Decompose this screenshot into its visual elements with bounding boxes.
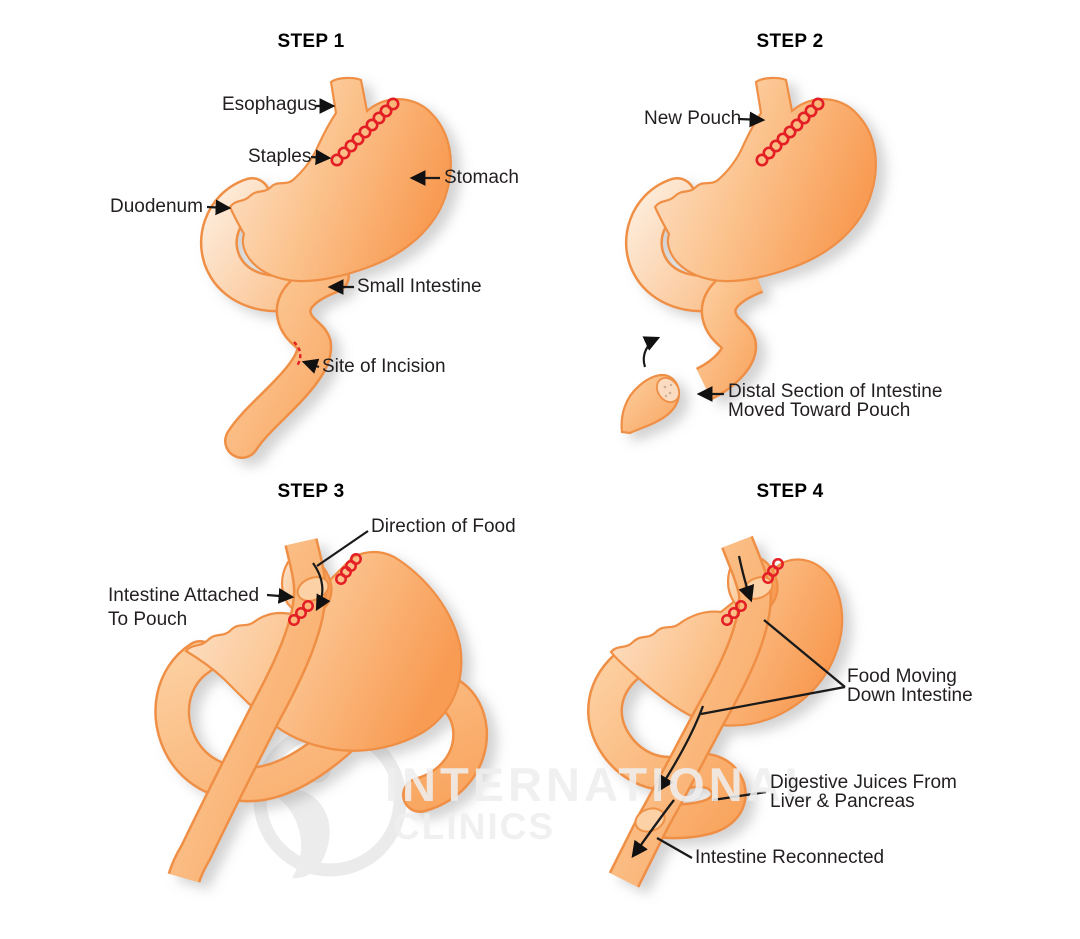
stomach-shape <box>228 76 452 283</box>
staples-icon <box>755 97 825 167</box>
digestive-juices-label-line2: Liver & Pancreas <box>770 791 915 812</box>
duodenum-label: Duodenum <box>110 196 203 217</box>
digestive-juices-label-line1: Digestive Juices From <box>770 772 957 793</box>
esophagus-label: Esophagus <box>222 94 318 115</box>
watermark-text-line1: INTERNATIONAL <box>385 758 818 811</box>
staples-icon <box>330 97 400 167</box>
food-flow-arrow-bottom <box>631 799 675 859</box>
staples-icon <box>288 553 362 626</box>
watermark-text-line2: CLINICS <box>393 806 555 847</box>
step1-organs <box>199 76 452 459</box>
stomach-label: Stomach <box>444 167 519 188</box>
move-up-arrow <box>642 336 661 368</box>
staples-icon <box>721 558 784 626</box>
step2-illustration <box>620 76 877 435</box>
step2-organs <box>620 76 877 435</box>
food-flow-arrow-top <box>737 555 755 603</box>
distal-section-label-line1: Distal Section of Intestine <box>728 381 943 402</box>
step4-illustration <box>587 535 846 888</box>
food-moving-leader-2 <box>700 685 846 716</box>
food-moving-label: Food Moving Down Intestine <box>847 667 973 705</box>
incision-pointer-arrow <box>301 358 320 374</box>
step1-illustration <box>199 76 452 459</box>
digestive-juices-label: Digestive Juices From Liver & Pancreas <box>770 773 957 811</box>
step1-pointer-arrows <box>206 98 440 374</box>
direction-of-food-label: Direction of Food <box>371 516 516 537</box>
staples-pointer-arrow <box>310 149 332 166</box>
site-of-incision-label: Site of Incision <box>322 356 446 377</box>
staples-label: Staples <box>248 146 312 167</box>
new-pouch-label: New Pouch <box>644 108 742 129</box>
food-moving-label-line2: Down Intestine <box>847 685 973 706</box>
intestine-attached-label-line2: To Pouch <box>108 609 188 630</box>
food-moving-label-line1: Food Moving <box>847 666 957 687</box>
step3-organs <box>154 538 489 884</box>
step3-title: STEP 3 <box>277 481 345 502</box>
distal-piece-opening <box>656 377 680 403</box>
food-flow-arrow <box>312 562 331 612</box>
bypassed-stomach-shape <box>609 558 844 727</box>
food-flow-arrow-mid <box>657 705 705 793</box>
step2-pointer-arrows <box>642 111 766 402</box>
step1-title: STEP 1 <box>277 31 345 52</box>
distal-section-label: Distal Section of Intestine Moved Toward… <box>728 382 942 420</box>
intestine-attached-label: Intestine Attached To Pouch <box>108 584 259 632</box>
small-intestine-label: Small Intestine <box>357 276 482 297</box>
step3-illustration <box>154 530 489 884</box>
reconnected-leader <box>656 837 693 859</box>
distal-section-label-line2: Moved Toward Pouch <box>728 400 911 421</box>
new-pouch-pointer-arrow <box>737 111 766 128</box>
intestine-reconnected-label: Intestine Reconnected <box>695 847 885 868</box>
stomach-shape <box>653 76 877 283</box>
step3-pointer-arrows <box>266 530 369 612</box>
direction-of-food-leader <box>316 530 369 567</box>
step2-title: STEP 2 <box>756 31 824 52</box>
digestive-juices-leader <box>712 790 767 802</box>
step4-pointer-arrows <box>631 555 846 859</box>
food-moving-leader-1 <box>763 619 846 688</box>
attached-pointer-arrow <box>266 588 295 604</box>
step4-title: STEP 4 <box>756 481 824 502</box>
incision-mark <box>293 341 302 367</box>
duodenum-pointer-arrow <box>206 199 232 216</box>
intestine-attached-label-line1: Intestine Attached <box>108 585 260 606</box>
